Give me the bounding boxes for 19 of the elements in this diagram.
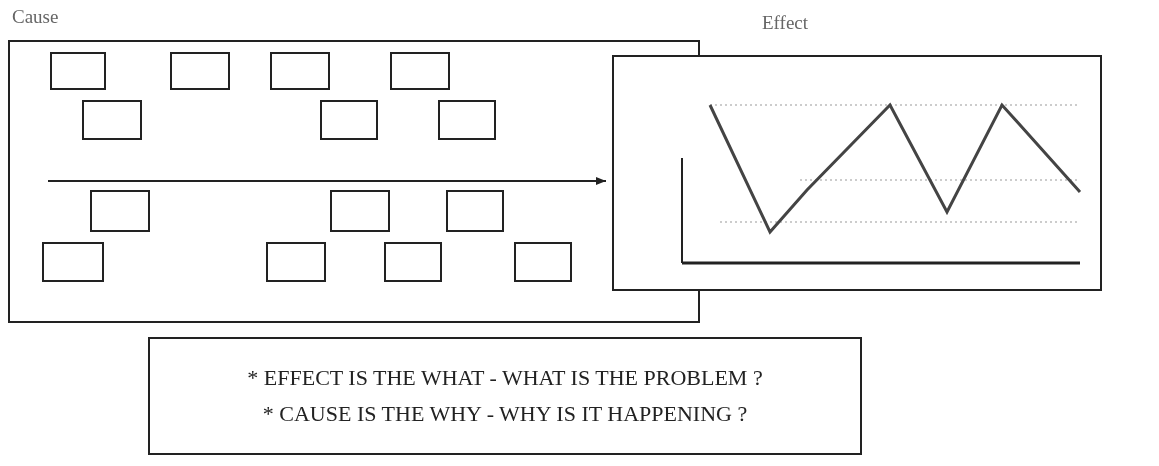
empty-box	[42, 242, 104, 282]
empty-box	[170, 52, 230, 90]
note-box	[148, 337, 862, 455]
empty-box	[330, 190, 390, 232]
panel-heading: Cause	[12, 6, 59, 28]
empty-box	[446, 190, 504, 232]
empty-box	[82, 100, 142, 140]
empty-box	[390, 52, 450, 90]
empty-box	[320, 100, 378, 140]
note-text: * EFFECT IS THE WHAT - WHAT IS THE PROBLEM ?	[247, 365, 763, 391]
empty-box	[90, 190, 150, 232]
empty-box	[384, 242, 442, 282]
empty-box	[438, 100, 496, 140]
empty-box	[270, 52, 330, 90]
empty-box	[266, 242, 326, 282]
empty-box	[50, 52, 106, 90]
empty-box	[514, 242, 572, 282]
panel-heading: Effect	[762, 12, 809, 34]
note-text: * CAUSE IS THE WHY - WHY IS IT HAPPENING ?	[262, 401, 748, 427]
